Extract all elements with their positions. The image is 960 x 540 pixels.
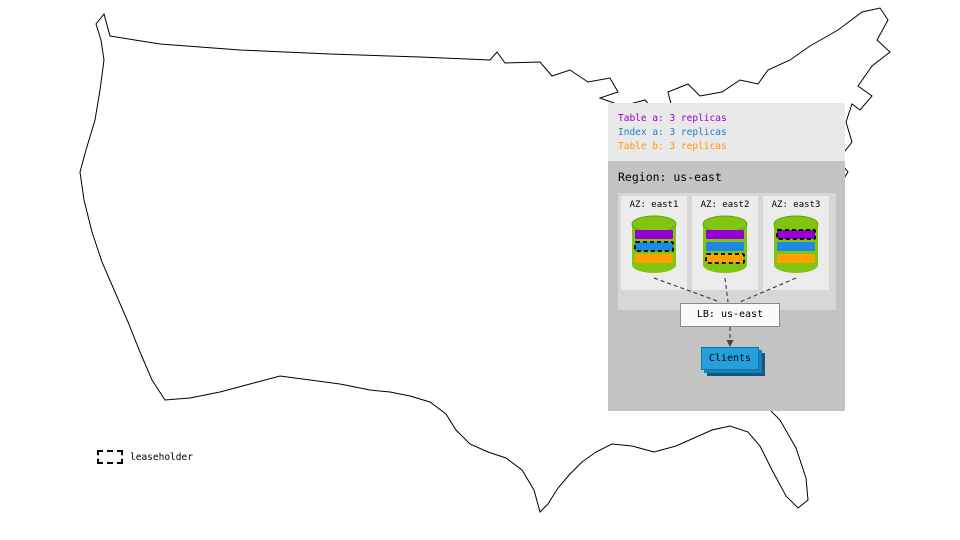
- legend-table-a: Table a: 3 replicas: [618, 113, 727, 124]
- az-east1: AZ: east1: [621, 196, 687, 290]
- replica-index-a: [777, 242, 815, 251]
- leaseholder-legend-label: leaseholder: [130, 451, 193, 463]
- az-east2-label: AZ: east2: [700, 200, 750, 210]
- load-balancer-box: LB: us-east: [680, 303, 780, 327]
- region-title: Region: us-east: [618, 170, 722, 184]
- legend-table-b: Table b: 3 replicas: [618, 141, 727, 152]
- replica-table-a: [706, 230, 744, 239]
- database-cylinder-east1-icon: [631, 215, 677, 273]
- replica-table-b: [635, 254, 673, 263]
- database-cylinder-east2-icon: [702, 215, 748, 273]
- az-east2: AZ: east2: [692, 196, 758, 290]
- region-panel: Region: us-east AZ: east1 AZ: east2: [608, 161, 845, 411]
- az-east3: AZ: east3: [763, 196, 829, 290]
- replica-table-b-leaseholder: [705, 253, 745, 264]
- clients-box: Clients: [701, 347, 759, 370]
- legend-index-a: Index a: 3 replicas: [618, 127, 727, 138]
- replica-index-a-leaseholder: [634, 241, 674, 252]
- az-east3-label: AZ: east3: [771, 200, 821, 210]
- az-east1-label: AZ: east1: [629, 200, 679, 210]
- replica-table-a-leaseholder: [776, 229, 816, 240]
- replica-table-b: [777, 254, 815, 263]
- leaseholder-legend: leaseholder: [97, 450, 193, 464]
- replica-table-a: [635, 230, 673, 239]
- database-cylinder-east3-icon: [773, 215, 819, 273]
- az-strip: AZ: east1 AZ: east2: [618, 193, 836, 310]
- replica-index-a: [706, 242, 744, 251]
- leaseholder-swatch-icon: [97, 450, 123, 464]
- replica-legend: Table a: 3 replicas Index a: 3 replicas …: [608, 103, 845, 154]
